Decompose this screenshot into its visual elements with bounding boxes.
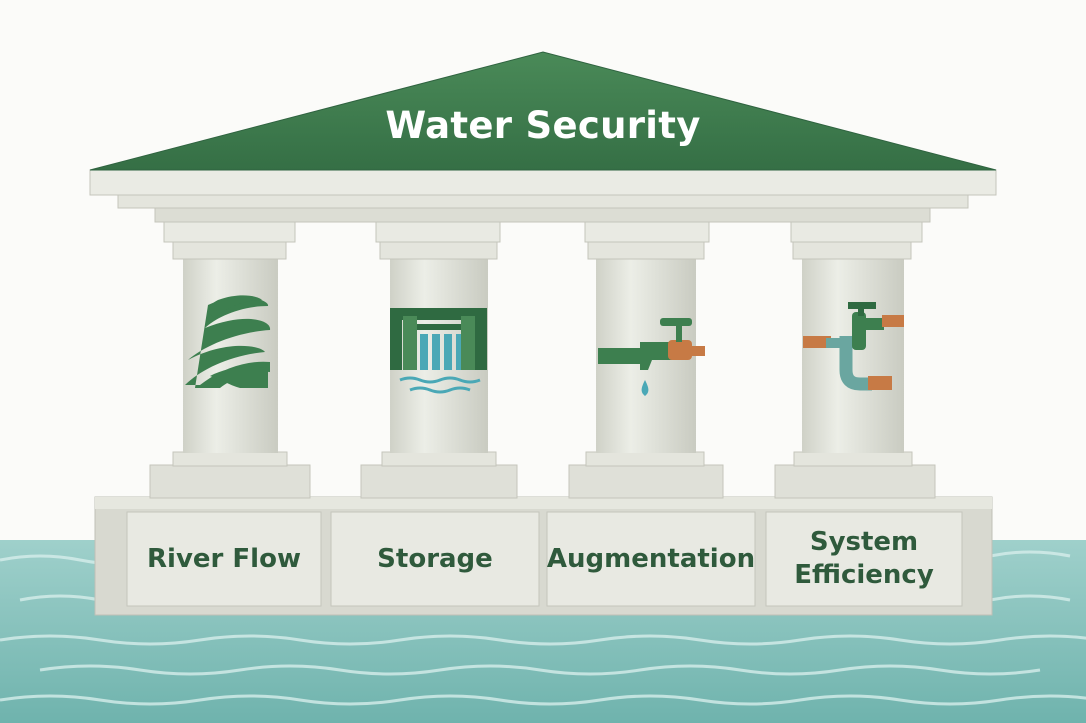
label-augmentation: Augmentation [546,543,756,574]
pillar-1 [149,221,311,499]
label-system-efficiency: System Efficiency [794,527,934,590]
pipe-valve-icon [803,302,904,391]
river-icon [185,295,271,388]
diagram-title: Water Security [385,104,701,147]
pediment-roof [89,51,997,171]
base-platform [94,496,993,616]
label-storage: Storage [377,543,493,574]
pillars [149,221,936,499]
label-river-flow: River Flow [147,543,301,574]
dam-icon [390,308,487,394]
plinth-block-2 [330,511,540,607]
entablature [89,169,997,223]
plinth-block-1 [126,511,322,607]
plinth-block-3 [546,511,756,607]
plinth-block-4 [765,511,963,607]
pillar-4 [774,221,936,499]
tap-icon [598,318,705,396]
